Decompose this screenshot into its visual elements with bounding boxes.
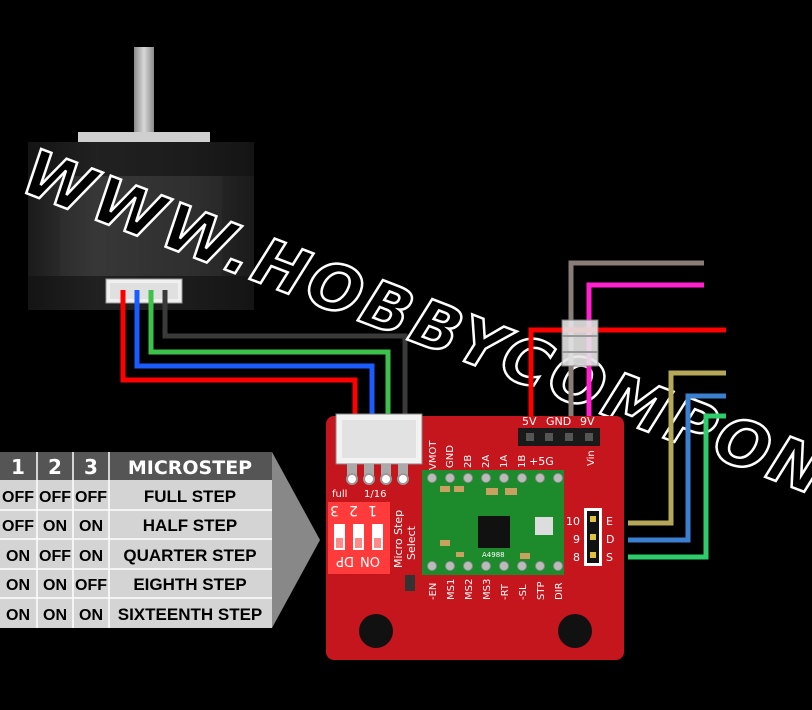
bottom-pin-stp: STP (536, 582, 547, 601)
mount-hole-left (359, 614, 393, 648)
mount-hole-right (558, 614, 592, 648)
table-cell: ON (6, 548, 30, 565)
table-header-2: 2 (48, 455, 62, 479)
table-cell: OFF (39, 548, 71, 565)
wire-olive-signal (628, 370, 726, 526)
wire-red-motor (120, 290, 358, 420)
select-label: Select (405, 525, 418, 560)
smd-component (405, 575, 415, 591)
pin-label-9v: 9V (580, 415, 595, 428)
table-cell: HALF STEP (143, 516, 237, 535)
table-cell: EIGHTH STEP (133, 575, 246, 594)
table-cell: ON (43, 607, 67, 624)
dip-dp-label: DP (336, 553, 354, 568)
vin-label: Vin (586, 450, 597, 466)
wire-lightblue-signal (628, 393, 726, 543)
top-pin-2a: 2A (481, 455, 492, 468)
table-cell: OFF (39, 489, 71, 506)
wire-black-motor (162, 290, 408, 420)
header-num-8: 8 (573, 551, 580, 564)
table-cell: ON (43, 518, 67, 535)
dip-number-1: 1 (368, 502, 377, 518)
table-cell: SIXTEENTH STEP (118, 605, 263, 624)
bottom-pin-sl: -SL (518, 584, 529, 600)
table-header-1: 1 (11, 455, 25, 479)
header-letter-e: E (606, 515, 613, 528)
dip-toggle-2[interactable] (353, 524, 364, 550)
motor-shaft (134, 47, 154, 135)
bottom-pin-dir: DIR (554, 582, 565, 600)
dip-on-label: ON (360, 553, 380, 568)
pin-label-gnd: GND (546, 415, 571, 428)
table-cell: QUARTER STEP (123, 546, 256, 565)
motor-wires (120, 290, 408, 420)
signal-wires (628, 370, 726, 560)
table-cell: ON (6, 607, 30, 624)
table-cell: ON (79, 607, 103, 624)
table-cell: ON (79, 518, 103, 535)
driver-board: A4988 3 2 1 ON DP full 1/16 Micro Step S… (326, 413, 624, 660)
dip-toggle-1[interactable] (372, 524, 383, 550)
table-cell: OFF (75, 577, 107, 594)
potentiometer (535, 517, 553, 535)
table-cell: ON (79, 548, 103, 565)
wire-blue-motor (134, 290, 375, 420)
header-letter-d: D (606, 533, 614, 546)
full-label: full (332, 489, 347, 500)
bottom-pin-ms1: MS1 (446, 579, 457, 600)
dip-number-3: 3 (330, 502, 339, 518)
sixteenth-label: 1/16 (364, 489, 386, 500)
top-pin-1b: 1B (517, 455, 528, 468)
dip-toggle-3[interactable] (334, 524, 345, 550)
top-pin-gnd: GND (445, 445, 456, 468)
plus5g-label: +5G (529, 455, 554, 468)
wire-green-motor (148, 290, 391, 420)
table-header-microstep: MICROSTEP (128, 457, 252, 479)
header-letter-s: S (606, 551, 613, 564)
table-cell: OFF (75, 489, 107, 506)
a4988-chip (478, 516, 510, 548)
table-cell: ON (43, 577, 67, 594)
chip-label: A4988 (482, 551, 505, 559)
wire-magenta-power (586, 282, 704, 418)
table-arrow (272, 452, 320, 628)
power-wires (528, 260, 726, 418)
table-cell: FULL STEP (144, 487, 236, 506)
pin-label-5v: 5V (522, 415, 537, 428)
table-cell: OFF (2, 518, 34, 535)
header-num-10: 10 (566, 515, 580, 528)
bottom-pin-en: -EN (428, 583, 439, 600)
power-header (518, 428, 600, 446)
power-wire-splice (561, 319, 599, 367)
microstep-table: 1 2 3 MICROSTEP OFF OFF OFF FULL STEP OF… (0, 452, 320, 628)
dip-number-2: 2 (349, 502, 358, 518)
top-pin-2b: 2B (463, 455, 474, 468)
top-pin-vmot: VMOT (428, 440, 439, 470)
bottom-pin-ms2: MS2 (464, 579, 475, 600)
table-cell: OFF (2, 489, 34, 506)
top-pin-1a: 1A (499, 455, 510, 468)
table-header-bg (0, 452, 272, 480)
motor-flange (78, 132, 210, 144)
table-header-3: 3 (84, 455, 98, 479)
bottom-pin-ms3: MS3 (482, 579, 493, 600)
stepper-motor (28, 47, 254, 310)
wire-lightgreen-signal (628, 413, 726, 560)
bottom-pin-rt: -RT (500, 583, 511, 600)
wire-red-power (528, 327, 726, 418)
micro-step-label: Micro Step (392, 510, 405, 568)
header-num-9: 9 (573, 533, 580, 546)
table-cell: ON (6, 577, 30, 594)
